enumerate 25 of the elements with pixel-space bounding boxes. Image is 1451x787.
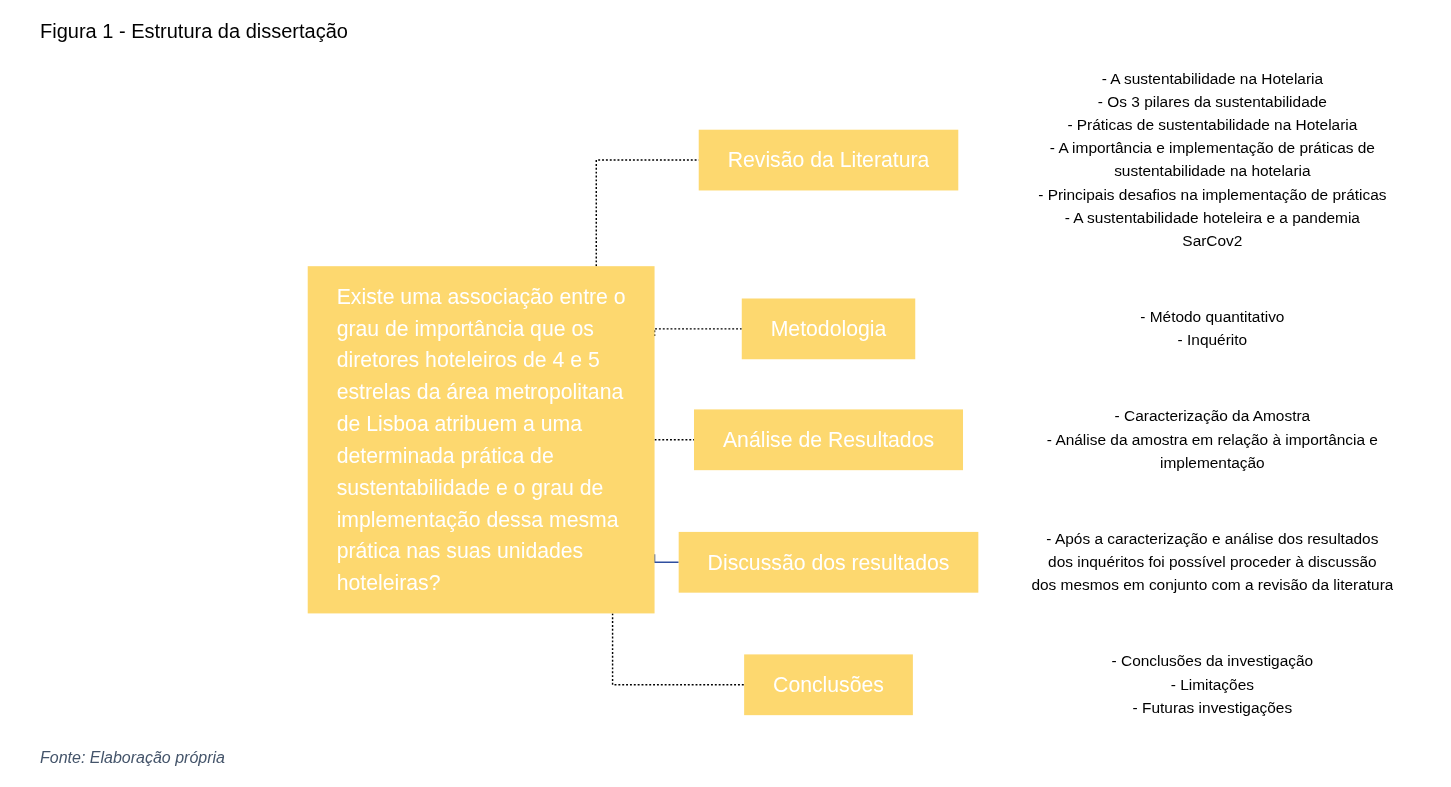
node-label: - Inquérito — [1177, 331, 1248, 349]
node-label: - Limitações — [1170, 676, 1254, 693]
node-label: - Práticas de sustentabilidade na Hotelaria — [1067, 116, 1358, 134]
figure-title: Figura 1 - Estrutura da dissertação — [40, 20, 348, 43]
connector — [611, 612, 745, 686]
node-box: Análise de Resultados — [694, 409, 963, 471]
node-box: Conclusões — [744, 654, 913, 716]
node-box: Discussão dos resultados — [678, 531, 979, 593]
node-label: - Futuras investigações — [1132, 699, 1293, 716]
node-label: - Análise da amostra em relação à importância e implementação — [1046, 431, 1378, 471]
node-label: - Após a caracterização e análise dos resultados dos inquéritos foi possível proceder à discussão dos mesmos em conjunto com a revisão da literatura — [1031, 530, 1394, 594]
node-box: Metodologia — [741, 298, 916, 360]
node-box: Revisão da Literatura — [698, 129, 959, 191]
node-label: - Método quantitativo — [1140, 308, 1285, 326]
source-caption: Fonte: Elaboração própria — [40, 749, 225, 767]
node-label: - A sustentabilidade hoteleira e a pandemia SarCov2 — [1064, 209, 1360, 249]
node-box: Existe uma associação entre o grau de importância que os diretores hoteleiros de 4 e 5 estrelas da área metropolitana de Lisboa atribuem a uma determinada prática de sustentabilidade e o grau de implementação dessa mesma prática nas suas unidades hoteleiras? — [307, 266, 655, 614]
connector — [595, 159, 700, 267]
node-label: - Principais desafios na implementação de práticas — [1038, 186, 1387, 203]
node-label: - Conclusões da investigação — [1111, 652, 1314, 670]
node-label: - A importância e implementação de práticas de sustentabilidade na hotelaria — [1049, 139, 1375, 180]
node-label: - A sustentabilidade na Hotelaria — [1101, 70, 1324, 87]
node-label: - Caracterização da Amostra — [1114, 407, 1311, 425]
node-label: - Os 3 pilares da sustentabilidade — [1097, 93, 1327, 110]
connector — [653, 439, 695, 441]
